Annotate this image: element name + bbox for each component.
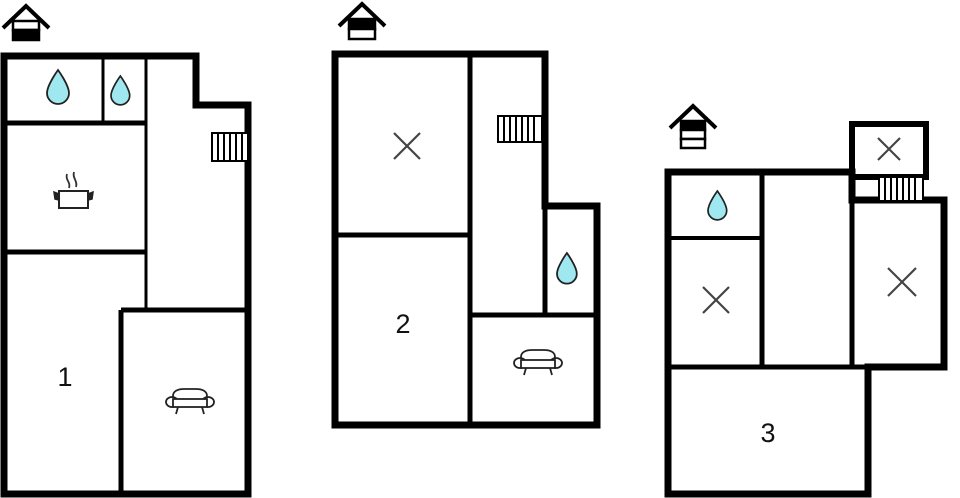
cross-icon — [877, 137, 901, 161]
cross-icon — [887, 267, 917, 297]
interior-walls-floor-1 — [4, 56, 248, 494]
outer-wall-floor-3 — [664, 168, 948, 498]
house-icon — [668, 103, 718, 150]
water-drop-icon — [556, 251, 578, 285]
outer-wall-floor-2 — [331, 50, 601, 429]
interior-walls-floor-3 — [668, 172, 868, 370]
room-label-floor-1: 1 — [57, 362, 72, 392]
water-drop-icon — [110, 74, 131, 106]
water-drop-icon — [707, 189, 728, 221]
cross-icon — [393, 132, 421, 160]
house-icon — [1, 3, 51, 42]
room-label-floor-2: 2 — [395, 309, 410, 339]
outer-wall-floor-1 — [0, 52, 252, 498]
sofa-icon — [165, 388, 215, 415]
water-drop-icon — [46, 68, 70, 105]
cross-icon — [702, 286, 730, 314]
sofa-icon — [513, 349, 563, 376]
stairs-icon — [211, 132, 249, 162]
stairs-icon — [878, 176, 924, 202]
room-label-floor-3: 3 — [760, 418, 775, 448]
house-icon — [337, 1, 387, 41]
cooking-pot-icon — [53, 171, 94, 209]
stairs-icon — [497, 115, 543, 143]
interior-walls-floor-2 — [335, 54, 597, 425]
